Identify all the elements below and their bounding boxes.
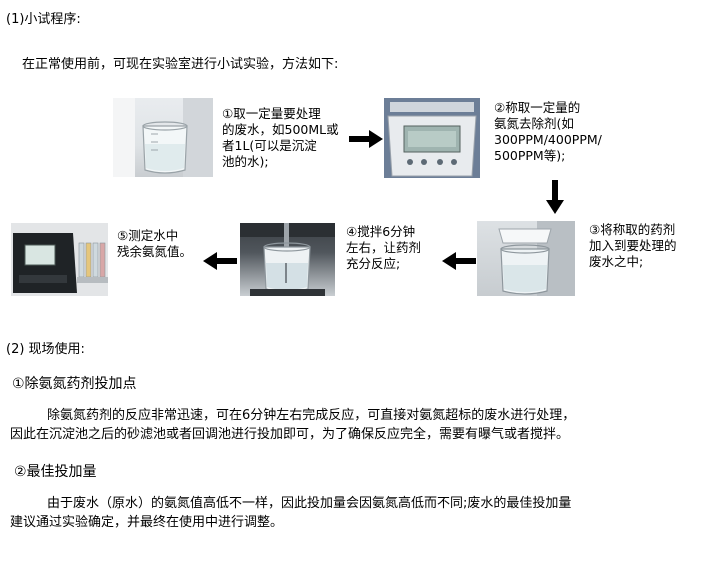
step5-photo-analyzer [11, 223, 108, 296]
section1-intro: 在正常使用前，可现在实验室进行小试实验，方法如下: [22, 57, 339, 72]
arrow-left-icon [203, 252, 237, 270]
arrow-right-icon [349, 130, 383, 148]
sub1-title: ①除氨氮药剂投加点 [12, 376, 137, 392]
step4-caption: ④搅拌6分钟 左右，让药剂 充分反应; [346, 224, 422, 271]
sub2-title: ②最佳投加量 [14, 464, 97, 480]
step5-caption: ⑤测定水中 残余氨氮值。 [117, 228, 193, 259]
step1-caption: ①取一定量要处理 的废水，如500ML或 者1L(可以是沉淀 池的水); [222, 106, 339, 169]
section2-heading: (2) 现场使用: [6, 342, 85, 357]
arrow-left-icon [442, 252, 476, 270]
arrow-down-icon [546, 180, 564, 214]
step3-photo-adding [477, 221, 575, 296]
step3-caption: ③将称取的药剂 加入到要处理的 废水之中; [589, 222, 677, 269]
sub2-paragraph: 由于废水（原水）的氨氮值高低不一样，因此投加量会因氨氮高低而不同;废水的最佳投加… [10, 496, 572, 530]
step2-photo-scale [384, 98, 480, 178]
section1-heading: (1)小试程序: [6, 12, 81, 27]
step2-caption: ②称取一定量的 氨氮去除剂(如 300PPM/400PPM/ 500PPM等); [494, 100, 602, 163]
sub1-paragraph: 除氨氮药剂的反应非常迅速，可在6分钟左右完成反应，可直接对氨氮超标的废水进行处理… [10, 408, 576, 442]
step4-photo-stirring [240, 223, 335, 296]
step1-photo-beaker [113, 98, 213, 177]
